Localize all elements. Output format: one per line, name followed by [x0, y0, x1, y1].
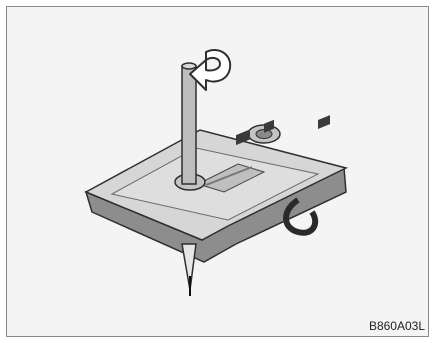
tape-opening-3	[318, 115, 330, 129]
pencil-shaft	[182, 66, 196, 184]
pencil-top	[182, 63, 196, 69]
figure-code: B860A03L	[369, 319, 425, 333]
cassette-pencil-illustration	[6, 6, 429, 337]
